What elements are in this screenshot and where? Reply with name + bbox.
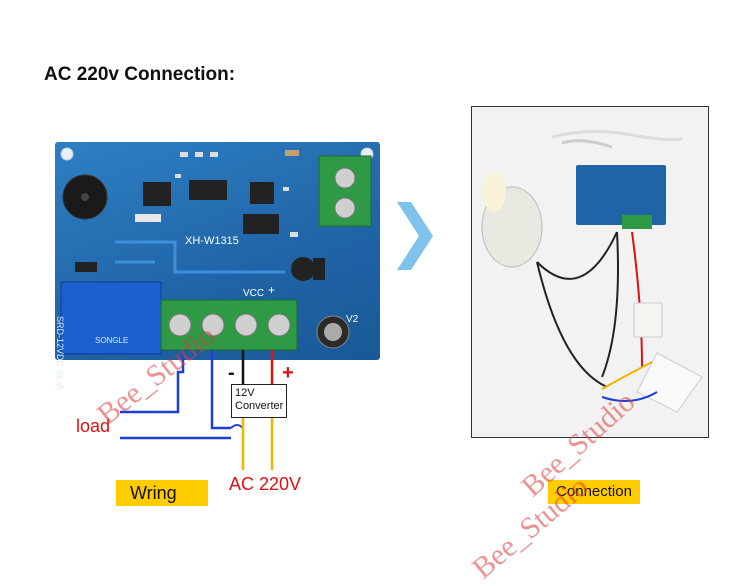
wire-load-left xyxy=(120,350,185,414)
board-plus-label: + xyxy=(268,283,276,297)
pcb-board: XH-W1315 VCC + V2 SRD-12VDC-SL-A SONGLE xyxy=(55,142,380,390)
converter-box: 12V Converter xyxy=(231,384,287,418)
converter-label-line2: Converter xyxy=(235,400,284,412)
wring-label: Wring xyxy=(116,480,208,506)
converter-plus-label: + xyxy=(282,362,294,384)
page-title: AC 220v Connection: xyxy=(44,64,236,85)
connection-photo-art xyxy=(481,129,703,413)
relay-brand: SONGLE xyxy=(95,336,129,345)
board-model-label: XH-W1315 xyxy=(185,235,239,247)
connection-photo xyxy=(471,106,709,438)
load-label: load xyxy=(76,416,111,436)
pcb-artwork xyxy=(60,147,374,355)
ac-220v-label: AC 220V xyxy=(229,474,302,494)
board-vcc-label: VCC xyxy=(243,288,265,299)
wiring-diagram xyxy=(120,350,274,470)
chevron-right-icon xyxy=(397,202,433,270)
converter-minus-label: - xyxy=(228,362,235,384)
board-v2-label: V2 xyxy=(346,314,359,325)
connection-label: Connection xyxy=(548,480,640,504)
wire-load-right xyxy=(210,350,231,430)
converter-label-line1: 12V xyxy=(235,387,255,399)
